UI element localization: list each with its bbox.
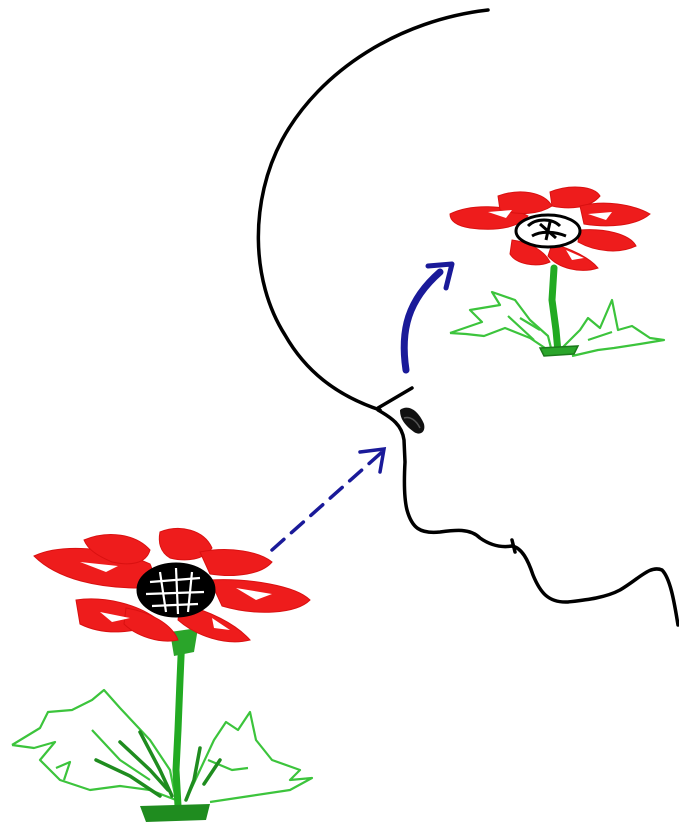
mental-flower bbox=[450, 187, 664, 356]
face-outline bbox=[378, 410, 678, 625]
dashed-arrow-shaft bbox=[272, 452, 382, 550]
mental-flower-stem bbox=[552, 268, 558, 352]
outer-flower-center bbox=[138, 564, 214, 616]
eye-icon bbox=[400, 408, 424, 434]
brow-line bbox=[378, 388, 412, 408]
curved-arrow bbox=[404, 264, 452, 370]
outer-flower bbox=[12, 529, 312, 822]
dashed-arrow bbox=[272, 449, 384, 550]
skull-outline bbox=[258, 10, 488, 410]
mouth-mark bbox=[512, 540, 515, 552]
mental-flower-center bbox=[516, 215, 580, 247]
outer-flower-stem bbox=[176, 634, 182, 806]
curved-arrow-shaft bbox=[404, 272, 440, 370]
